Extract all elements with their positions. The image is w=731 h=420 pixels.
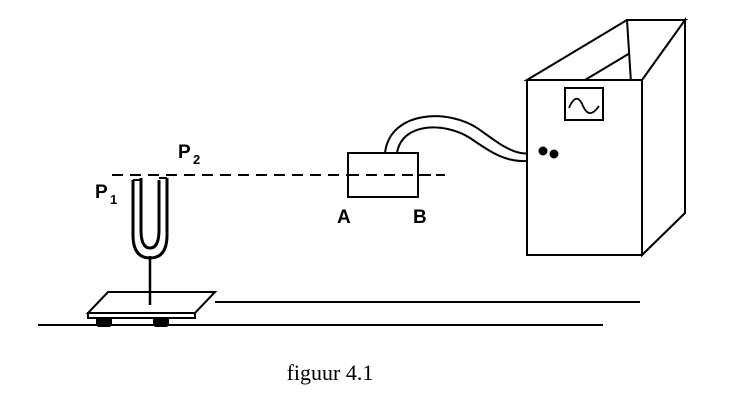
waveform-trace bbox=[568, 97, 600, 115]
figure-caption: figuur 4.1 bbox=[287, 360, 374, 385]
input-terminal-2 bbox=[549, 149, 559, 159]
label-p1: P bbox=[95, 182, 108, 203]
cable bbox=[384, 115, 554, 163]
label-a: A bbox=[337, 207, 351, 228]
oscilloscope bbox=[523, 16, 689, 258]
label-p2-subscript: 2 bbox=[193, 152, 200, 167]
tuning-fork bbox=[131, 177, 169, 305]
label-b: B bbox=[413, 207, 427, 228]
table-surface bbox=[38, 301, 640, 326]
label-p2: P bbox=[178, 142, 191, 163]
fork-base bbox=[85, 291, 218, 327]
label-p1-subscript: 1 bbox=[110, 192, 117, 207]
input-terminal-1 bbox=[538, 146, 548, 156]
